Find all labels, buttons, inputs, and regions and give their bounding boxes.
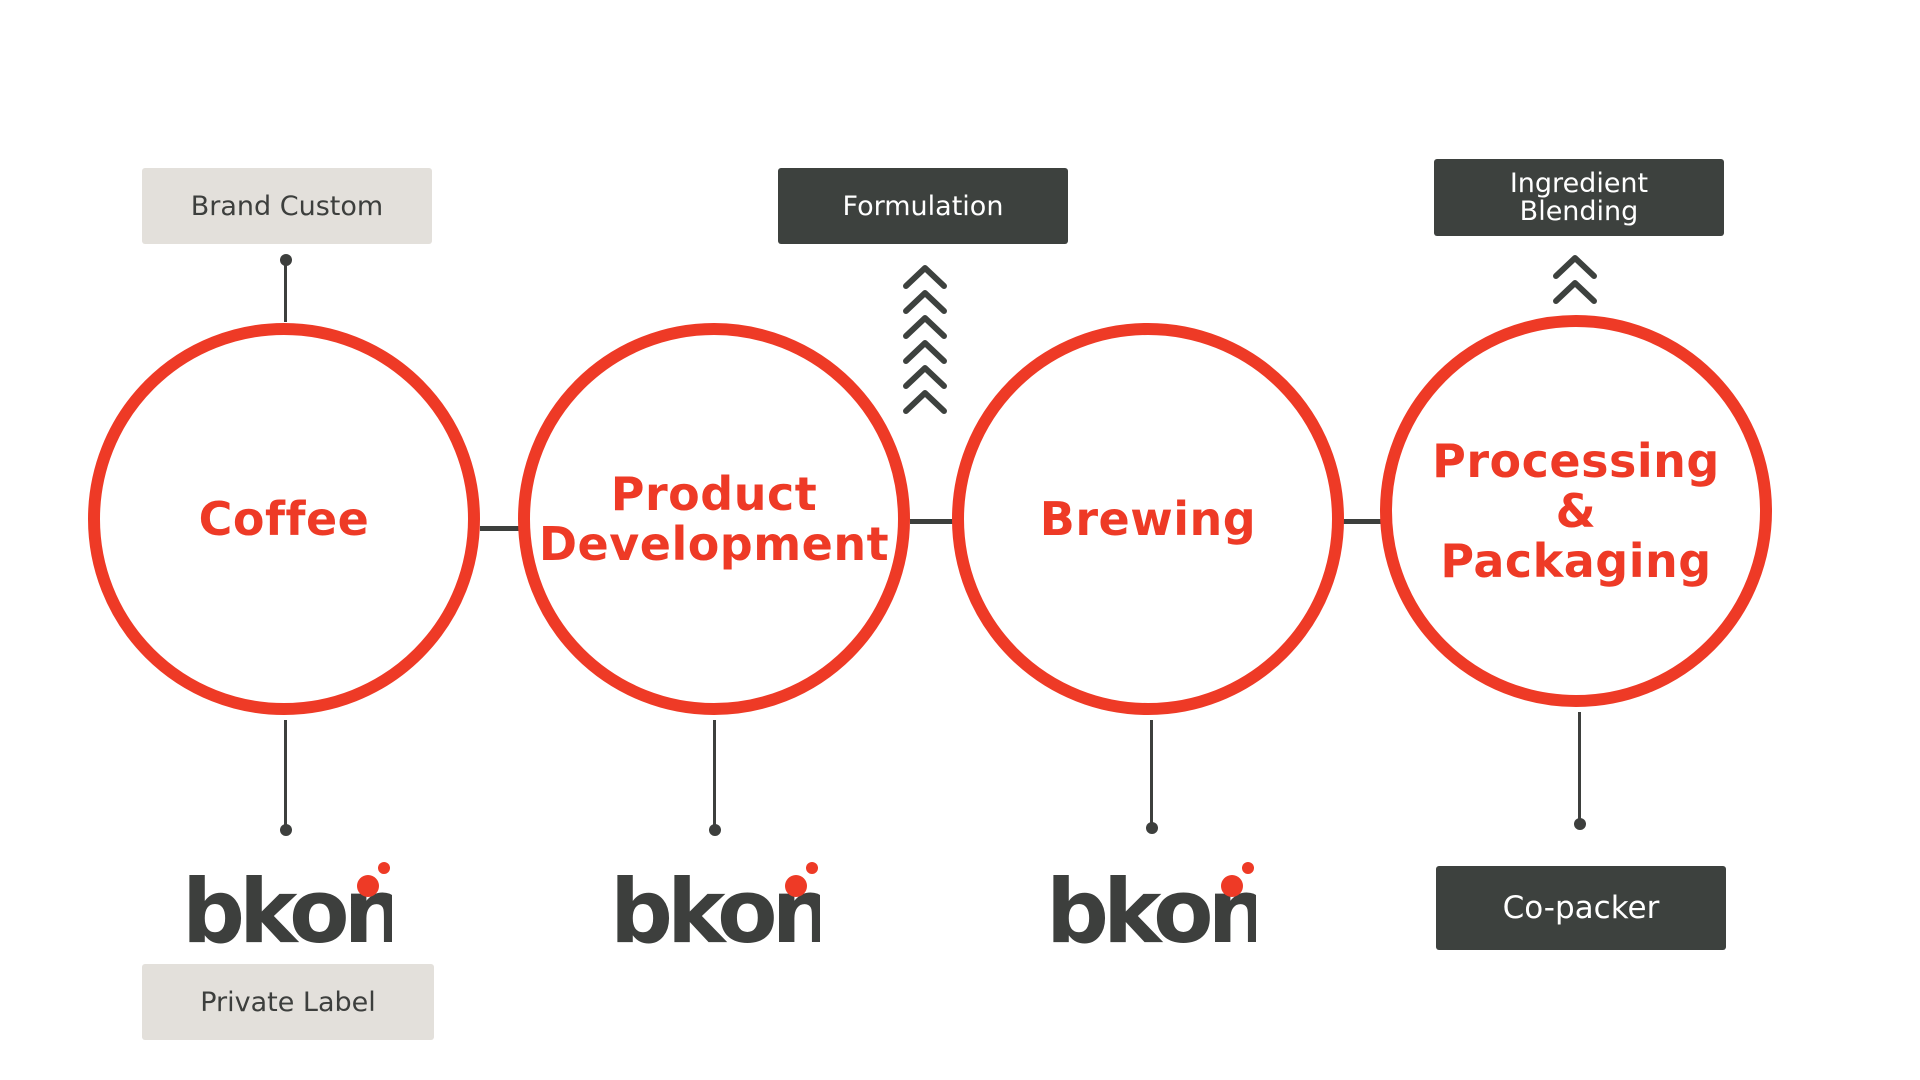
bkon-logo: bkon bbox=[1046, 860, 1256, 950]
stage-processing-packaging: Processing & Packaging bbox=[1380, 315, 1772, 707]
stage-product-development: Product Development bbox=[518, 323, 910, 715]
stage-brewing: Brewing bbox=[952, 323, 1344, 715]
stage-coffee: Coffee bbox=[88, 323, 480, 715]
connector-coffee-top bbox=[284, 260, 287, 322]
tag-co-packer: Co-packer bbox=[1436, 866, 1726, 950]
connector-dot bbox=[1146, 822, 1158, 834]
connector-coffee-product bbox=[480, 526, 525, 531]
connector-coffee-bottom bbox=[284, 720, 287, 830]
logo-text: bkon bbox=[182, 860, 392, 950]
tag-private-label: Private Label bbox=[142, 964, 434, 1040]
connector-brewing-processing bbox=[1338, 519, 1383, 524]
connector-product-bottom bbox=[713, 720, 716, 830]
logo-text: bkon bbox=[1046, 860, 1256, 950]
connector-dot bbox=[1574, 818, 1586, 830]
stage-processing-packaging-label: Processing & Packaging bbox=[1432, 434, 1720, 588]
tag-formulation: Formulation bbox=[778, 168, 1068, 244]
connector-dot bbox=[280, 824, 292, 836]
stage-brewing-label: Brewing bbox=[1039, 492, 1257, 546]
connector-brewing-bottom bbox=[1150, 720, 1153, 828]
connector-dot bbox=[709, 824, 721, 836]
connector-product-brewing bbox=[910, 519, 955, 524]
tag-ingredient-blending: Ingredient Blending bbox=[1434, 159, 1724, 236]
connector-processing-bottom bbox=[1578, 712, 1581, 822]
tag-brand-custom: Brand Custom bbox=[142, 168, 432, 244]
bkon-logo: bkon bbox=[610, 860, 820, 950]
logo-text: bkon bbox=[610, 860, 820, 950]
bkon-logo: bkon bbox=[182, 860, 392, 950]
stage-coffee-label: Coffee bbox=[198, 492, 370, 546]
stage-product-development-label: Product Development bbox=[538, 467, 890, 571]
chevron-up-icon bbox=[903, 265, 947, 414]
chevron-up-icon bbox=[1553, 255, 1597, 304]
